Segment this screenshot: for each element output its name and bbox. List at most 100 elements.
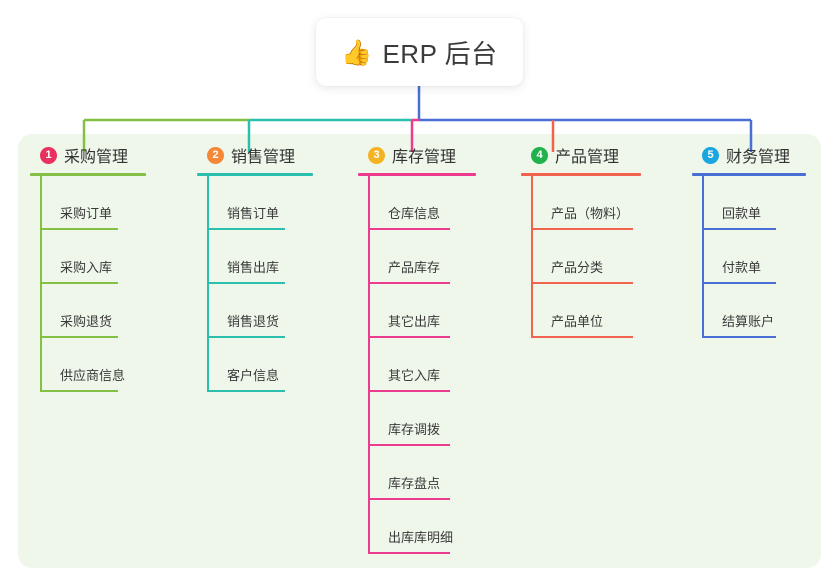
list-item[interactable]: 其它出库 [358, 284, 518, 338]
list-item-label: 其它入库 [388, 368, 441, 383]
root-title: ERP 后台 [382, 38, 498, 69]
column-spine [531, 176, 533, 338]
column-number-badge: 5 [702, 146, 719, 164]
list-item-underline [531, 336, 633, 338]
list-item-underline [702, 282, 776, 284]
list-item-label: 采购入库 [60, 260, 113, 275]
column-spine [207, 176, 209, 392]
list-item-underline [368, 444, 450, 446]
column-underline [521, 173, 641, 176]
thumbs-up-icon: 👍 [341, 37, 373, 67]
list-item-underline [368, 228, 450, 230]
list-item-underline [702, 228, 776, 230]
list-item-label: 仓库信息 [388, 206, 441, 221]
column-number-badge: 4 [531, 146, 548, 164]
list-item[interactable]: 客户信息 [197, 338, 352, 392]
diagram-panel [18, 134, 821, 568]
column-items: 仓库信息产品库存其它出库其它入库库存调拨库存盘点出库库明细 [358, 176, 518, 554]
list-item-underline [207, 282, 285, 284]
list-item-label: 回款单 [722, 206, 762, 221]
list-item[interactable]: 库存盘点 [358, 446, 518, 500]
list-item-label: 产品分类 [551, 260, 604, 275]
root-node[interactable]: 👍 ERP 后台 [316, 18, 523, 86]
column-number-badge: 1 [40, 146, 57, 164]
column-items: 回款单付款单结算账户 [692, 176, 822, 338]
list-item[interactable]: 库存调拨 [358, 392, 518, 446]
list-item-label: 销售出库 [227, 260, 280, 275]
list-item[interactable]: 销售出库 [197, 230, 352, 284]
list-item[interactable]: 仓库信息 [358, 176, 518, 230]
column-items: 产品（物料） 产品分类产品单位 [521, 176, 686, 338]
list-item-underline [368, 390, 450, 392]
column-items: 销售订单销售出库销售退货客户信息 [197, 176, 352, 392]
list-item-label: 产品库存 [388, 260, 441, 275]
column-1: 1 采购管理采购订单采购入库采购退货供应商信息 [30, 142, 185, 392]
list-item[interactable]: 销售退货 [197, 284, 352, 338]
list-item-underline [40, 390, 118, 392]
list-item-underline [40, 336, 118, 338]
list-item-underline [368, 336, 450, 338]
column-5: 5 财务管理回款单付款单结算账户 [692, 142, 822, 338]
column-2: 2 销售管理销售订单销售出库销售退货客户信息 [197, 142, 352, 392]
column-title: 产品管理 [555, 149, 620, 166]
column-underline [358, 173, 476, 176]
column-number-badge: 3 [368, 146, 385, 164]
list-item-underline [368, 552, 450, 554]
list-item-underline [40, 282, 118, 284]
list-item-label: 采购退货 [60, 314, 113, 329]
column-title: 财务管理 [726, 149, 791, 166]
list-item-underline [207, 228, 285, 230]
list-item-label: 产品单位 [551, 314, 604, 329]
list-item-underline [40, 228, 118, 230]
column-spine [368, 176, 370, 554]
list-item-label: 库存盘点 [388, 476, 441, 491]
column-underline [197, 173, 313, 176]
list-item-label: 产品（物料） [551, 206, 630, 221]
list-item-underline [368, 282, 450, 284]
list-item[interactable]: 产品（物料） [521, 176, 686, 230]
list-item[interactable]: 产品单位 [521, 284, 686, 338]
list-item[interactable]: 供应商信息 [30, 338, 185, 392]
list-item[interactable]: 采购订单 [30, 176, 185, 230]
list-item-label: 采购订单 [60, 206, 113, 221]
list-item[interactable]: 采购退货 [30, 284, 185, 338]
list-item-label: 付款单 [722, 260, 762, 275]
list-item-label: 销售订单 [227, 206, 280, 221]
list-item[interactable]: 付款单 [692, 230, 822, 284]
column-spine [40, 176, 42, 392]
list-item[interactable]: 销售订单 [197, 176, 352, 230]
column-3: 3 库存管理仓库信息产品库存其它出库其它入库库存调拨库存盘点出库库明细 [358, 142, 518, 554]
column-header[interactable]: 2 销售管理 [197, 142, 352, 168]
list-item-underline [702, 336, 776, 338]
list-item[interactable]: 采购入库 [30, 230, 185, 284]
list-item-label: 其它出库 [388, 314, 441, 329]
list-item[interactable]: 出库库明细 [358, 500, 518, 554]
list-item-label: 销售退货 [227, 314, 280, 329]
column-title: 销售管理 [231, 149, 296, 166]
column-title: 库存管理 [392, 149, 457, 166]
list-item[interactable]: 结算账户 [692, 284, 822, 338]
column-title: 采购管理 [64, 149, 129, 166]
column-header[interactable]: 1 采购管理 [30, 142, 185, 168]
column-header[interactable]: 3 库存管理 [358, 142, 518, 168]
column-header[interactable]: 5 财务管理 [692, 142, 822, 168]
column-items: 采购订单采购入库采购退货供应商信息 [30, 176, 185, 392]
column-spine [702, 176, 704, 338]
list-item[interactable]: 产品分类 [521, 230, 686, 284]
list-item-label: 库存调拨 [388, 422, 441, 437]
list-item-underline [531, 228, 633, 230]
list-item-label: 出库库明细 [388, 530, 454, 545]
column-underline [30, 173, 146, 176]
list-item-label: 客户信息 [227, 368, 280, 383]
column-number-badge: 2 [207, 146, 224, 164]
list-item-label: 供应商信息 [60, 368, 126, 383]
list-item[interactable]: 产品库存 [358, 230, 518, 284]
list-item-underline [531, 282, 633, 284]
list-item-underline [368, 498, 450, 500]
list-item[interactable]: 其它入库 [358, 338, 518, 392]
list-item-underline [207, 336, 285, 338]
column-header[interactable]: 4 产品管理 [521, 142, 686, 168]
column-4: 4 产品管理产品（物料） 产品分类产品单位 [521, 142, 686, 338]
list-item[interactable]: 回款单 [692, 176, 822, 230]
list-item-underline [207, 390, 285, 392]
